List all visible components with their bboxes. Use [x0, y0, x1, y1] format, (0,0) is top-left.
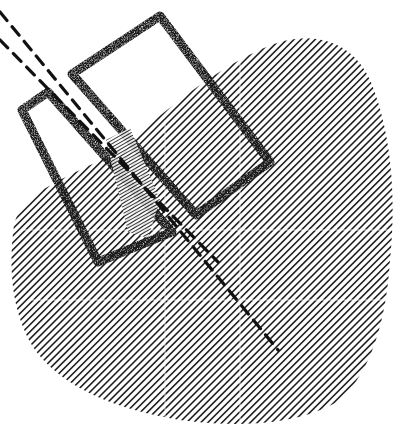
hatched-blob — [12, 38, 393, 424]
